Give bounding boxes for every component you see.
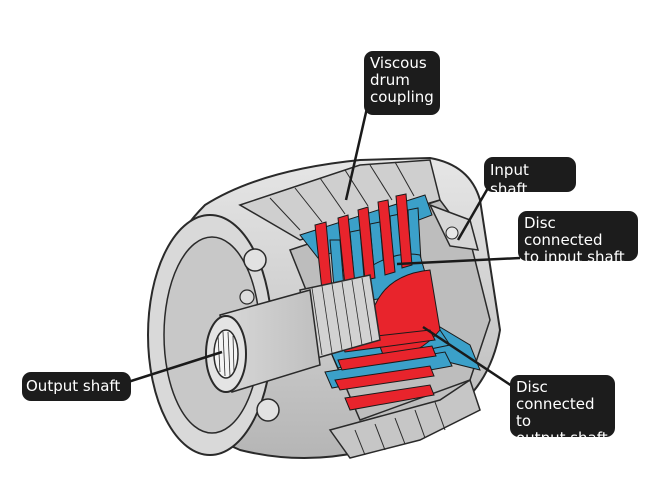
leader-disc-input	[396, 256, 521, 266]
output-shaft-discs	[314, 193, 441, 411]
leader-lines	[127, 107, 521, 388]
leader-viscous	[344, 107, 369, 201]
label-viscous-drum-coupling: Viscous drum coupling	[364, 51, 440, 115]
input-shaft-end	[428, 203, 480, 251]
leader-input-shaft	[456, 187, 490, 241]
label-output-shaft: Output shaft	[22, 372, 131, 401]
label-input-shaft: Input shaft	[484, 157, 576, 198]
leader-disc-output	[422, 325, 513, 388]
label-disc-connected-to-output-shaft: Disc connected to output shaft	[510, 375, 615, 447]
label-disc-connected-to-input-shaft: Disc connected to input shaft	[518, 211, 638, 266]
leader-output-shaft	[127, 350, 223, 384]
